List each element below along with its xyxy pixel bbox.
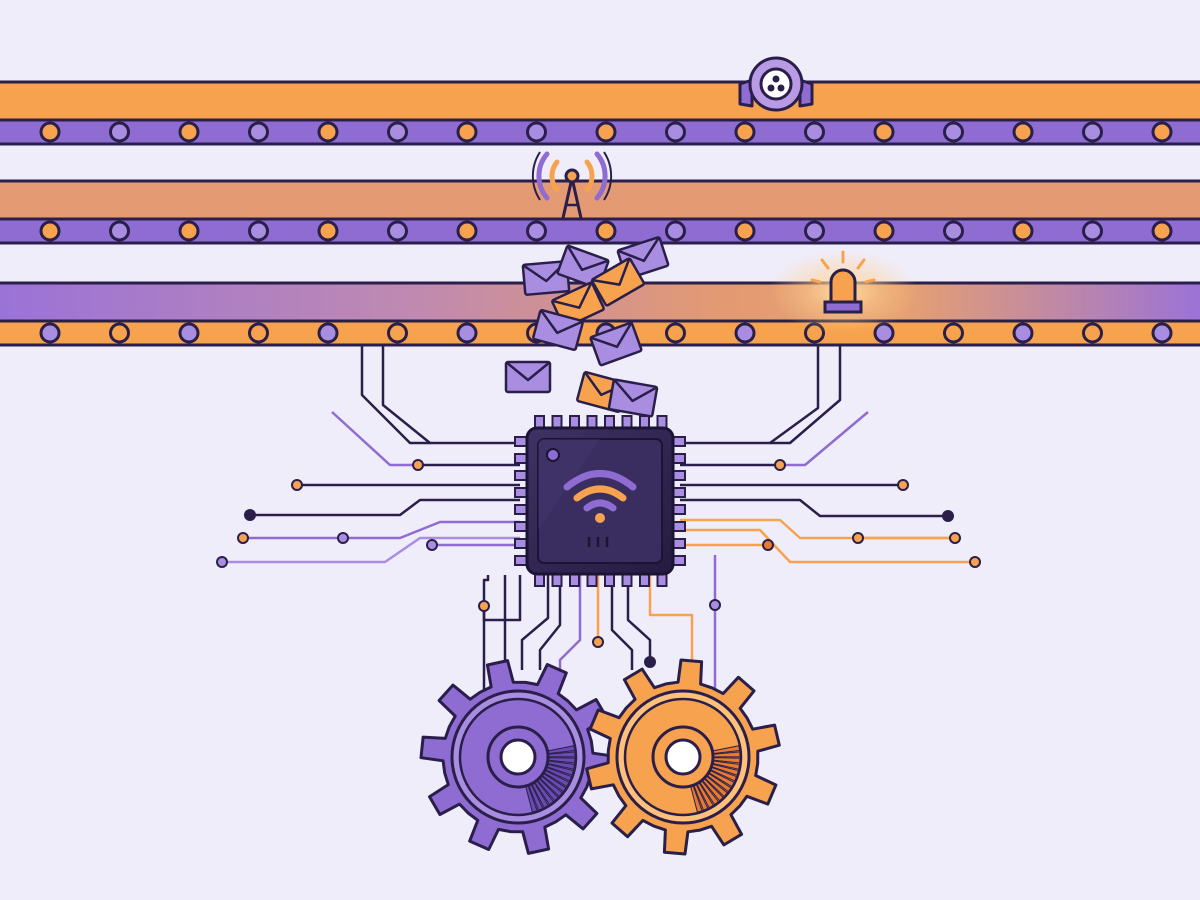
roller	[1012, 220, 1034, 242]
circuit-node	[969, 556, 981, 568]
roller	[456, 322, 478, 344]
gears	[419, 658, 781, 856]
roller	[317, 322, 339, 344]
roller	[109, 121, 130, 143]
roller	[595, 121, 617, 143]
roller	[317, 220, 339, 242]
antenna-tower-icon	[531, 151, 613, 219]
roller	[178, 322, 200, 344]
roller	[1082, 121, 1103, 143]
roller	[1082, 220, 1103, 242]
roller	[387, 220, 408, 242]
roller	[804, 220, 825, 242]
belt-rollers	[39, 220, 1173, 242]
roller	[943, 121, 964, 143]
circuit-node	[949, 532, 961, 544]
roller	[873, 121, 895, 143]
roller	[178, 220, 200, 242]
roller	[456, 220, 478, 242]
circuit-node	[237, 532, 249, 544]
roller	[248, 322, 269, 344]
alarm-beacon-icon	[768, 250, 918, 334]
circuit-node	[644, 656, 656, 668]
roller	[665, 220, 686, 242]
roller	[248, 121, 269, 143]
circuit-nodes	[216, 459, 981, 668]
belt-rollers	[39, 121, 1173, 143]
circuit-node	[478, 600, 490, 612]
roller	[943, 322, 964, 344]
envelope-icon	[532, 309, 584, 351]
envelope-icon	[607, 378, 659, 418]
roller	[39, 220, 61, 242]
wifi-chip-icon	[514, 415, 686, 587]
envelope-icon	[590, 257, 646, 307]
circuit-node	[774, 459, 786, 471]
circuit-traces	[222, 346, 975, 690]
circuit-node	[592, 636, 604, 648]
roller	[387, 322, 408, 344]
roller	[873, 220, 895, 242]
circuit-node	[426, 539, 438, 551]
roller	[595, 220, 617, 242]
roller	[317, 121, 339, 143]
message-envelopes	[504, 236, 670, 418]
roller	[39, 322, 61, 344]
roller	[734, 322, 756, 344]
gear-icon	[419, 659, 617, 855]
conveyor-belt-1	[0, 80, 1200, 146]
roller	[109, 322, 130, 344]
roller	[734, 121, 756, 143]
wifi-icon	[563, 470, 637, 523]
roller	[665, 322, 686, 344]
circuit-node	[291, 479, 303, 491]
conveyor-belt-2	[0, 179, 1200, 245]
roller	[39, 121, 61, 143]
roller	[387, 121, 408, 143]
circuit-node	[852, 532, 864, 544]
roller	[248, 220, 269, 242]
sensor-puck-icon	[738, 56, 814, 112]
roller	[526, 220, 547, 242]
roller	[1012, 322, 1034, 344]
roller	[1151, 220, 1173, 242]
roller	[1151, 322, 1173, 344]
gear-icon	[585, 658, 781, 856]
circuit-node	[762, 539, 774, 551]
roller	[804, 121, 825, 143]
circuit-node	[244, 509, 256, 521]
roller	[456, 121, 478, 143]
roller	[1151, 121, 1173, 143]
roller	[178, 121, 200, 143]
roller	[734, 220, 756, 242]
circuit-node	[216, 556, 228, 568]
circuit-node	[337, 532, 349, 544]
roller	[1082, 322, 1103, 344]
envelope-icon	[504, 360, 552, 394]
roller	[943, 220, 964, 242]
circuit-node	[709, 599, 721, 611]
roller	[1012, 121, 1034, 143]
circuit-node	[942, 510, 954, 522]
envelope-icon	[589, 321, 643, 367]
roller	[665, 121, 686, 143]
roller	[526, 121, 547, 143]
roller	[109, 220, 130, 242]
circuit-node	[897, 479, 909, 491]
circuit-node	[412, 459, 424, 471]
